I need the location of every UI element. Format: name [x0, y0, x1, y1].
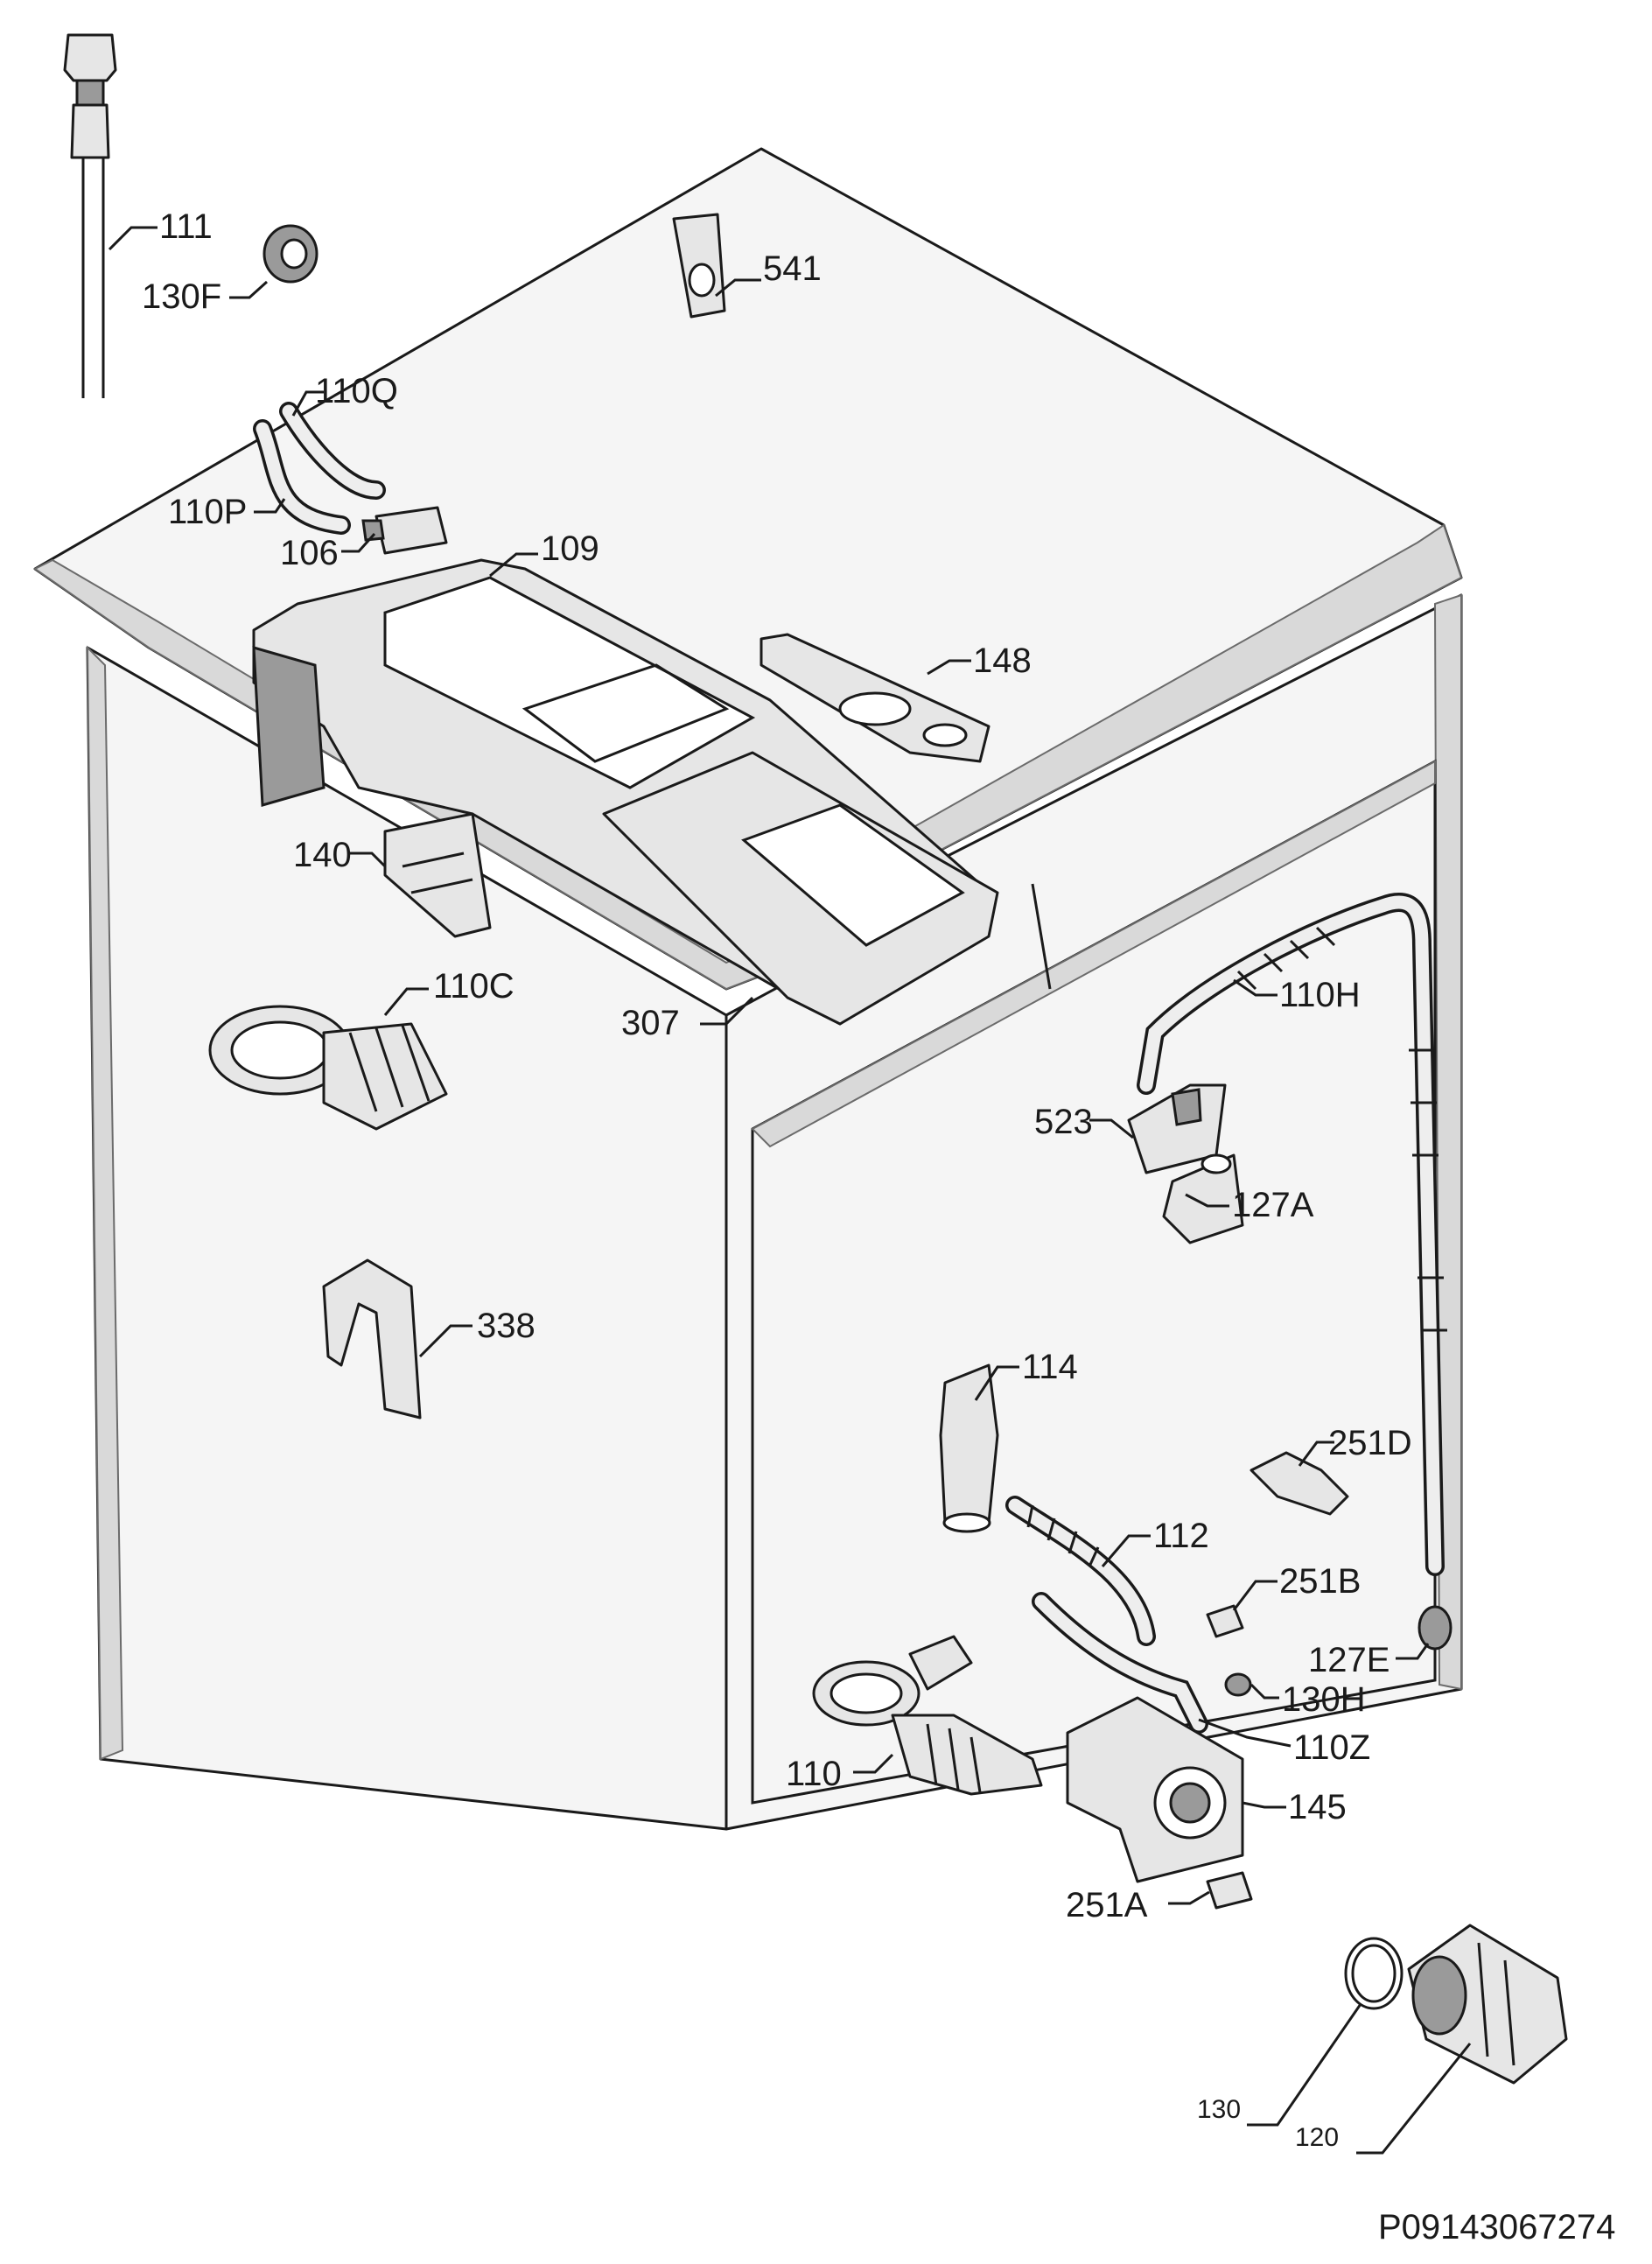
- seal-127E: [1418, 1605, 1452, 1651]
- callout-251B: 251B: [1279, 1562, 1361, 1601]
- seal-130F: [262, 224, 318, 284]
- leader-lines: [108, 226, 1472, 2155]
- drawer-307: [602, 751, 999, 1026]
- callout-109: 109: [541, 529, 599, 568]
- bellows-110: [812, 1635, 1043, 1796]
- hose-110Z: [1032, 1592, 1208, 1734]
- callout-127A: 127A: [1232, 1186, 1314, 1224]
- callout-251D: 251D: [1328, 1424, 1412, 1462]
- callout-114: 114: [1022, 1348, 1078, 1386]
- pump-filter-120: [1407, 1924, 1568, 2085]
- callout-130F: 130F: [142, 277, 221, 316]
- callout-541: 541: [763, 249, 822, 288]
- valve-106: [361, 506, 448, 555]
- bracket-541: [672, 213, 726, 319]
- callout-251A: 251A: [1066, 1886, 1148, 1924]
- hose-hook-338: [322, 1258, 422, 1419]
- callout-110Q: 110Q: [315, 372, 398, 410]
- callout-127E: 127E: [1308, 1641, 1390, 1679]
- callout-130H: 130H: [1282, 1680, 1366, 1719]
- clip-251A: [1206, 1871, 1253, 1910]
- part-114: [939, 1363, 999, 1533]
- connector-251D: [1250, 1451, 1349, 1516]
- o-ring-130: [1344, 1937, 1404, 2010]
- hose-110H: [1137, 893, 1447, 1576]
- callout-111: 111: [159, 207, 213, 246]
- callout-labels: 111 130F 541 110Q 110P 106 109 148 140 1…: [142, 207, 1615, 2246]
- inlet-hose-111: [63, 33, 117, 398]
- callout-145: 145: [1288, 1788, 1347, 1826]
- reference-number: P09143067274: [1378, 2208, 1615, 2246]
- callout-110C: 110C: [433, 967, 514, 1006]
- dispenser-handle-148: [760, 633, 990, 763]
- callout-112: 112: [1153, 1517, 1209, 1555]
- callout-106: 106: [280, 534, 339, 572]
- bellows-110C: [208, 1005, 448, 1131]
- hoses-110Q-110P: [253, 402, 386, 535]
- callout-110H: 110H: [1279, 976, 1361, 1014]
- clip-523: [1127, 1083, 1227, 1174]
- callout-110: 110: [786, 1755, 842, 1793]
- callout-130: 130: [1197, 2095, 1241, 2124]
- callout-110Z: 110Z: [1293, 1728, 1370, 1767]
- callout-140: 140: [293, 836, 352, 874]
- callout-120: 120: [1295, 2123, 1339, 2152]
- seal-130H: [1224, 1672, 1252, 1697]
- callout-338: 338: [477, 1307, 536, 1345]
- callout-307: 307: [621, 1004, 680, 1042]
- part-127A: [1162, 1153, 1244, 1244]
- part-140: [383, 812, 492, 938]
- callout-148: 148: [973, 641, 1032, 680]
- callout-523: 523: [1034, 1103, 1093, 1141]
- callout-110P: 110P: [168, 493, 247, 531]
- drain-hose-112: [1005, 1496, 1156, 1646]
- clip-251B: [1206, 1604, 1244, 1638]
- pump-housing-145: [1066, 1696, 1244, 1883]
